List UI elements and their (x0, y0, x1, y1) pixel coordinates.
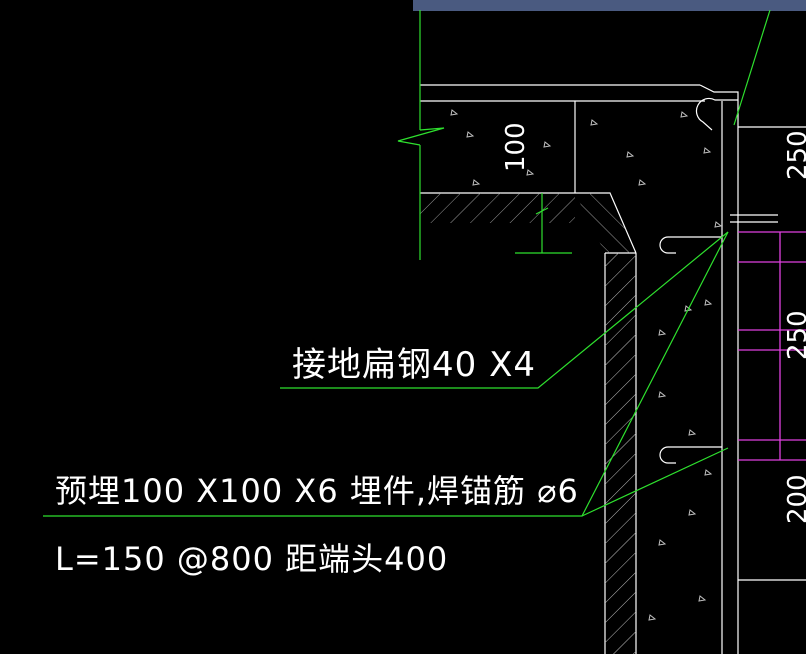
break-line (397, 10, 445, 260)
slab-thickness-dimension: 100 (501, 122, 531, 172)
grounding-annotation: 接地扁钢40 X4 (292, 345, 536, 385)
anchor-hooks (659, 97, 778, 464)
leader-lines (43, 9, 771, 517)
edge-dimension-bottom: 200 (783, 474, 806, 524)
edge-dimension-top: 250 (783, 130, 806, 180)
rebar-lines (738, 231, 806, 461)
haunch-dimension (515, 193, 572, 254)
window-top-bar (413, 0, 806, 11)
edge-dimension-middle: 250 (783, 310, 806, 360)
concrete-aggregate (450, 109, 723, 621)
embed-annotation-line1: 预埋100 X100 X6 埋件,焊锚筋 ⌀6 (55, 472, 579, 510)
embed-annotation-line2: L=150 @800 距端头400 (55, 540, 448, 578)
soil-hatch (420, 193, 636, 654)
